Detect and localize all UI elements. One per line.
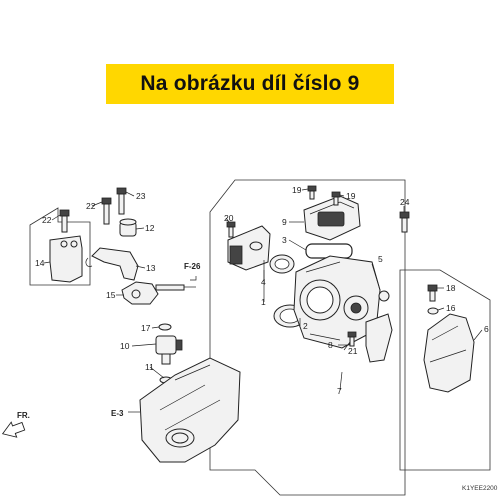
callout-13: 13 [146, 263, 156, 273]
front-arrow-label: FR. [17, 411, 30, 420]
bracket-5 [378, 290, 390, 302]
bolt-18 [427, 284, 438, 302]
gasket-3 [305, 243, 353, 259]
bracket-14 [49, 235, 83, 283]
cover-6 [423, 313, 475, 393]
diagram-code: K1YEE2200 [462, 485, 498, 492]
bracket-13 [85, 247, 139, 281]
screw-20 [226, 221, 236, 238]
callout-18: 18 [446, 283, 456, 293]
injector-10 [155, 335, 183, 365]
sensor-4 [227, 225, 271, 271]
collar-12 [119, 218, 137, 237]
stay-8 [365, 313, 393, 363]
o-ring-4a-inner [274, 258, 290, 270]
screw-19b [331, 191, 341, 206]
bolt-22-left [59, 209, 70, 233]
callout-20: 20 [224, 213, 234, 223]
callout-10: 10 [120, 341, 130, 351]
callout-22: 22 [86, 201, 96, 211]
callout-22-left: 22 [42, 215, 52, 225]
callout-21: 21 [348, 346, 358, 356]
callout-11: 11 [145, 362, 154, 372]
washer-16 [427, 307, 439, 315]
callout-5: 5 [378, 254, 383, 264]
throttle-cover-9 [303, 195, 361, 241]
banner-text: Na obrázku díl číslo 9 [140, 72, 360, 95]
callout-16: 16 [446, 303, 456, 313]
callout-14: 14 [35, 258, 45, 268]
clamp-15 [121, 281, 196, 305]
callout-23: 23 [136, 191, 146, 201]
bracket-group-outline [29, 207, 91, 286]
bolt-23 [116, 187, 127, 215]
throttle-body-group-outline [209, 179, 406, 496]
callout-3: 3 [282, 235, 287, 245]
callout-8: 8 [328, 340, 333, 350]
bolt-22 [101, 197, 112, 225]
o-ring-17 [158, 323, 172, 331]
front-arrow: FR. [1, 411, 30, 438]
callout-17: 17 [141, 323, 151, 333]
callout-1: 1 [261, 297, 266, 307]
throttle-body-1 [293, 255, 381, 349]
callout-labels: 22 22 23 12 14 13 15 17 10 11 20 4 1 2 9… [35, 185, 489, 396]
ref-f26: F-26 [184, 262, 201, 271]
screw-21 [347, 331, 357, 347]
callout-4: 4 [261, 277, 266, 287]
callout-24: 24 [400, 197, 410, 207]
f26-arrow [190, 276, 197, 281]
bolt-24 [399, 211, 410, 233]
callout-15: 15 [106, 290, 116, 300]
leader-lines [43, 188, 483, 391]
callout-7: 7 [337, 386, 342, 396]
part-number-banner: Na obrázku díl číslo 9 [106, 64, 394, 104]
cover-group-outline [399, 269, 491, 471]
screw-19a [307, 185, 317, 200]
callout-12: 12 [145, 223, 155, 233]
callout-19a: 19 [292, 185, 302, 195]
callout-2: 2 [303, 321, 308, 331]
intake-manifold [139, 357, 241, 463]
callout-6: 6 [484, 324, 489, 334]
callout-19b: 19 [346, 191, 356, 201]
callout-9: 9 [282, 217, 287, 227]
ref-e3: E-3 [111, 409, 124, 418]
